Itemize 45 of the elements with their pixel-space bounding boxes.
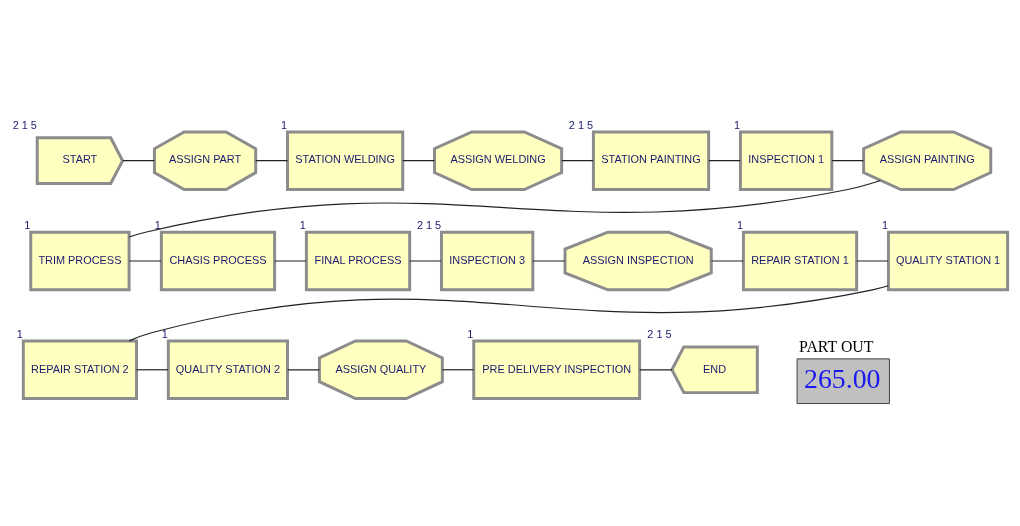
node-box: INSPECTION 3 bbox=[439, 230, 535, 291]
connector bbox=[128, 259, 162, 262]
node-label: 1 bbox=[161, 327, 168, 340]
connector bbox=[639, 368, 673, 370]
node-label: 1 bbox=[280, 118, 288, 131]
node-label: 2 1 5 bbox=[12, 118, 37, 131]
connector bbox=[287, 368, 320, 370]
connector bbox=[255, 159, 289, 161]
connector bbox=[708, 159, 741, 161]
node-label: 1 bbox=[24, 218, 31, 231]
node-label: 1 bbox=[736, 218, 743, 231]
node-label: 2 1 5 bbox=[416, 218, 442, 231]
node-box: REPAIR STATION 2 bbox=[21, 339, 138, 400]
node-box: STATION WELDING bbox=[286, 129, 405, 191]
node-label: 1 bbox=[16, 327, 23, 340]
connector bbox=[122, 159, 155, 161]
connector bbox=[831, 159, 865, 161]
connector bbox=[135, 368, 169, 370]
node-box: QUALITY STATION 1 bbox=[886, 230, 1010, 291]
node-label: 1 bbox=[154, 218, 161, 231]
connector bbox=[441, 368, 475, 370]
node-box: CHASIS PROCESS bbox=[159, 230, 277, 291]
connector bbox=[561, 159, 594, 161]
connector bbox=[409, 259, 442, 262]
node-label: 2 1 5 bbox=[647, 327, 672, 340]
connector bbox=[128, 179, 881, 238]
node-box: REPAIR STATION 1 bbox=[741, 230, 859, 291]
node-box: QUALITY STATION 2 bbox=[166, 339, 289, 400]
node-label: 1 bbox=[881, 218, 888, 231]
node-label: PART OUT bbox=[799, 337, 874, 355]
node-box: TRIM PROCESS bbox=[29, 230, 131, 291]
connector bbox=[402, 159, 435, 161]
node-label: 1 bbox=[733, 118, 740, 131]
node-label: 1 bbox=[299, 218, 306, 231]
connector bbox=[274, 259, 307, 262]
node-box: FINAL PROCESS bbox=[304, 230, 412, 291]
node-label: 2 1 5 bbox=[568, 118, 594, 131]
node-box: STATION PAINTING bbox=[591, 129, 711, 191]
node-label: 1 bbox=[467, 327, 474, 340]
connector bbox=[856, 259, 889, 262]
connector bbox=[532, 259, 566, 262]
node-box: PRE DELIVERY INSPECTION bbox=[472, 339, 642, 400]
connector bbox=[710, 259, 744, 262]
connector bbox=[128, 284, 889, 341]
node-box: INSPECTION 1 bbox=[738, 129, 834, 191]
